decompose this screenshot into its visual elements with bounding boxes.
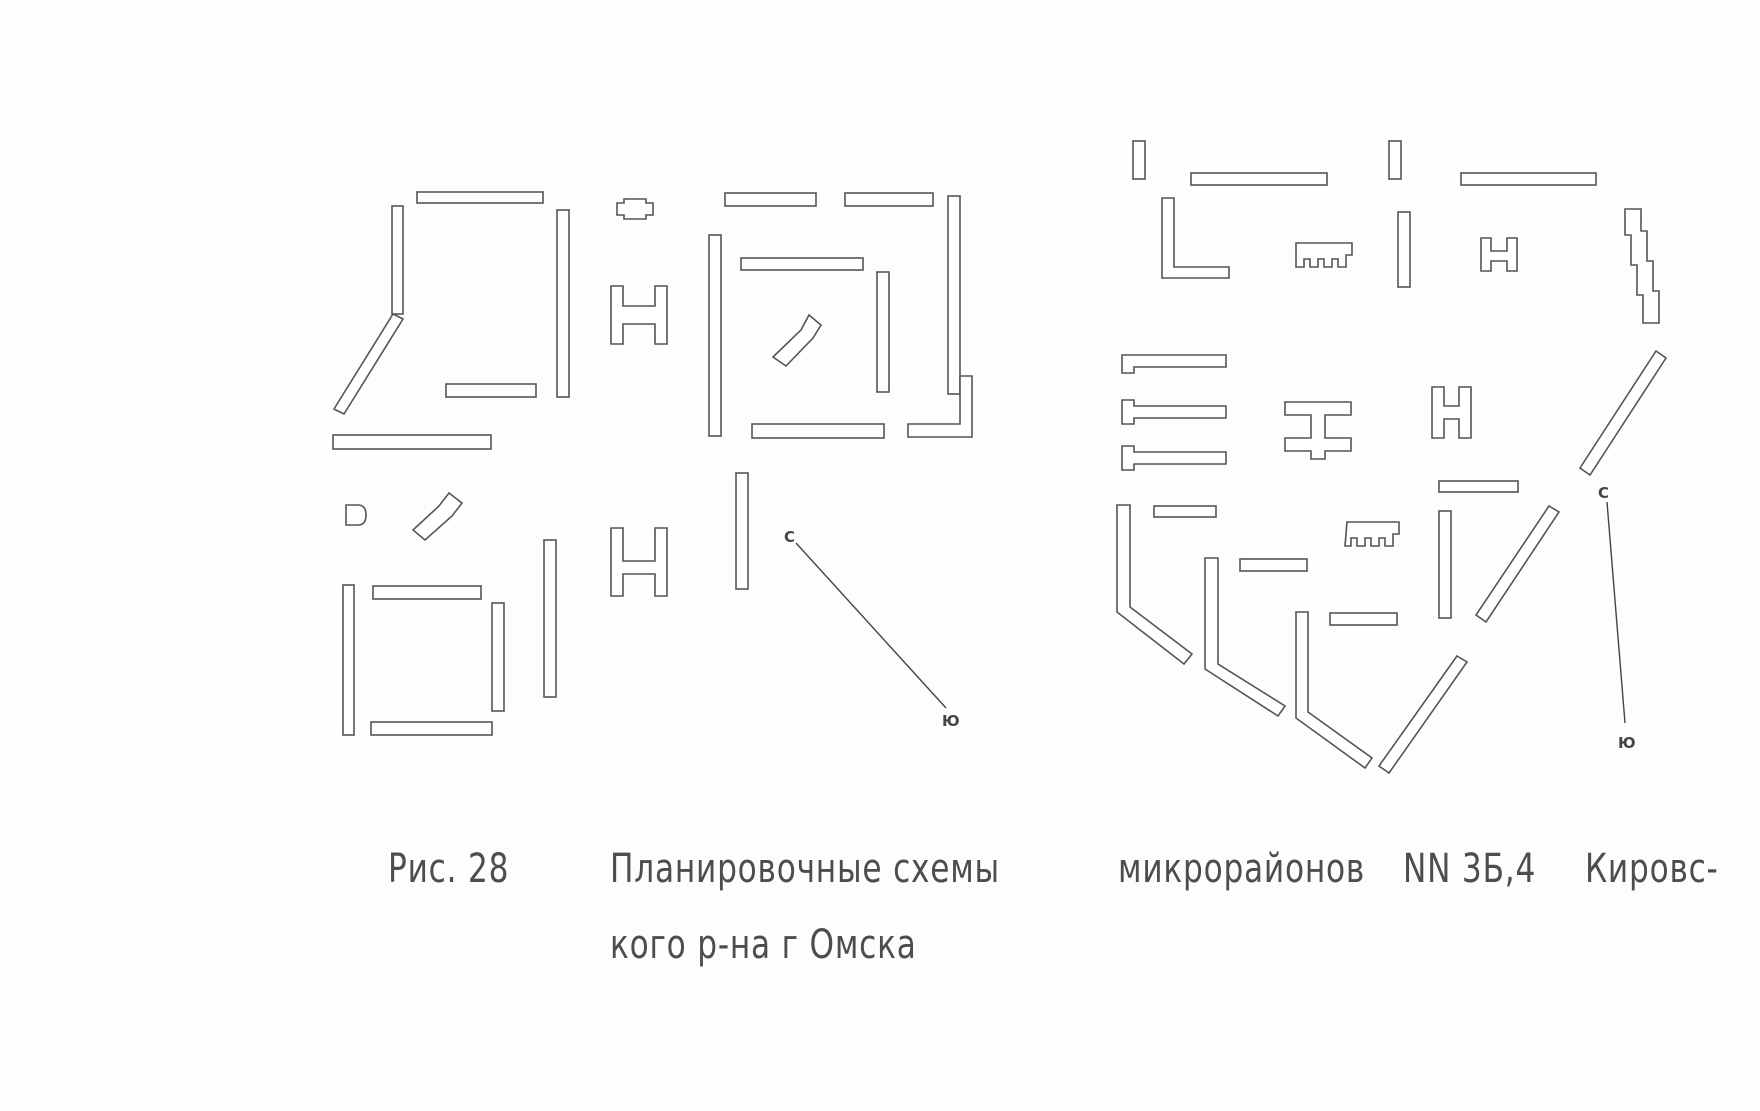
left-microdistrict-plan: С Ю: [332, 191, 973, 736]
building-diagonal-cluster: [771, 313, 823, 368]
building-slab: [735, 472, 749, 590]
south-label: Ю: [942, 712, 960, 730]
caption-city: кого р-на г Омска: [610, 922, 917, 968]
building-slab: [543, 539, 557, 698]
building-tower: [1388, 140, 1402, 180]
building-slab: [724, 192, 817, 207]
building-h-shaped: [1284, 401, 1352, 460]
north-south-axis: [1606, 501, 1626, 724]
building-stepped: [1344, 521, 1400, 547]
building-diagonal-cluster: [411, 491, 464, 542]
building-tower: [1132, 140, 1146, 180]
building-slab: [1438, 510, 1452, 619]
building-slab: [1190, 172, 1328, 186]
north-label: С: [784, 528, 795, 546]
caption-numbers: NN 3Б,4: [1403, 846, 1537, 892]
building-slab: [556, 209, 570, 398]
building-h-shaped: [610, 527, 668, 597]
building-comb: [1121, 445, 1227, 471]
building-slab: [844, 192, 934, 207]
building-h-shaped: [1480, 237, 1518, 272]
building-slab: [740, 257, 864, 271]
building-l-shaped: [1161, 197, 1230, 279]
building-stepped-vertical: [1624, 208, 1660, 324]
building-slab: [1377, 654, 1469, 775]
building-slab: [751, 423, 885, 439]
building-slab: [1438, 480, 1519, 493]
north-south-axis: [795, 542, 947, 709]
right-microdistrict-plan: С Ю: [1116, 140, 1668, 775]
caption-microdistricts: микрорайонов: [1118, 846, 1366, 892]
building-slab: [708, 234, 722, 437]
building-angled: [1116, 504, 1194, 666]
building-slab: [1578, 349, 1668, 477]
building-slab: [370, 721, 493, 736]
building-slab: [332, 434, 492, 450]
building-slab: [1239, 558, 1308, 572]
building-slab: [1329, 612, 1398, 626]
building-slab: [372, 585, 482, 600]
building-slab: [1153, 505, 1217, 518]
building-angled: [1295, 611, 1374, 770]
caption-district: Кировс-: [1585, 846, 1719, 892]
building-slab: [1460, 172, 1597, 186]
building-slab: [1397, 211, 1411, 288]
north-label: С: [1598, 484, 1609, 502]
building-slab: [947, 195, 961, 395]
building-small: [616, 198, 654, 220]
building-l-shaped: [907, 375, 973, 438]
building-slab: [876, 271, 890, 393]
building-angled: [1204, 557, 1287, 718]
building-slab: [416, 191, 544, 204]
building-slab: [491, 602, 505, 712]
building-stepped: [1295, 242, 1353, 268]
building-h-shaped: [1431, 386, 1472, 439]
caption-title: Планировочные схемы: [610, 846, 1000, 892]
building-slab: [332, 312, 405, 416]
building-small-d: [345, 504, 367, 526]
building-slab: [1474, 504, 1561, 624]
building-slab: [342, 584, 355, 736]
building-slab: [445, 383, 537, 398]
figure-label: Рис. 28: [388, 846, 510, 892]
south-label: Ю: [1618, 734, 1636, 752]
building-h-shaped: [610, 285, 668, 345]
building-slab: [391, 205, 404, 315]
building-comb: [1121, 399, 1227, 425]
building-comb: [1121, 354, 1227, 374]
